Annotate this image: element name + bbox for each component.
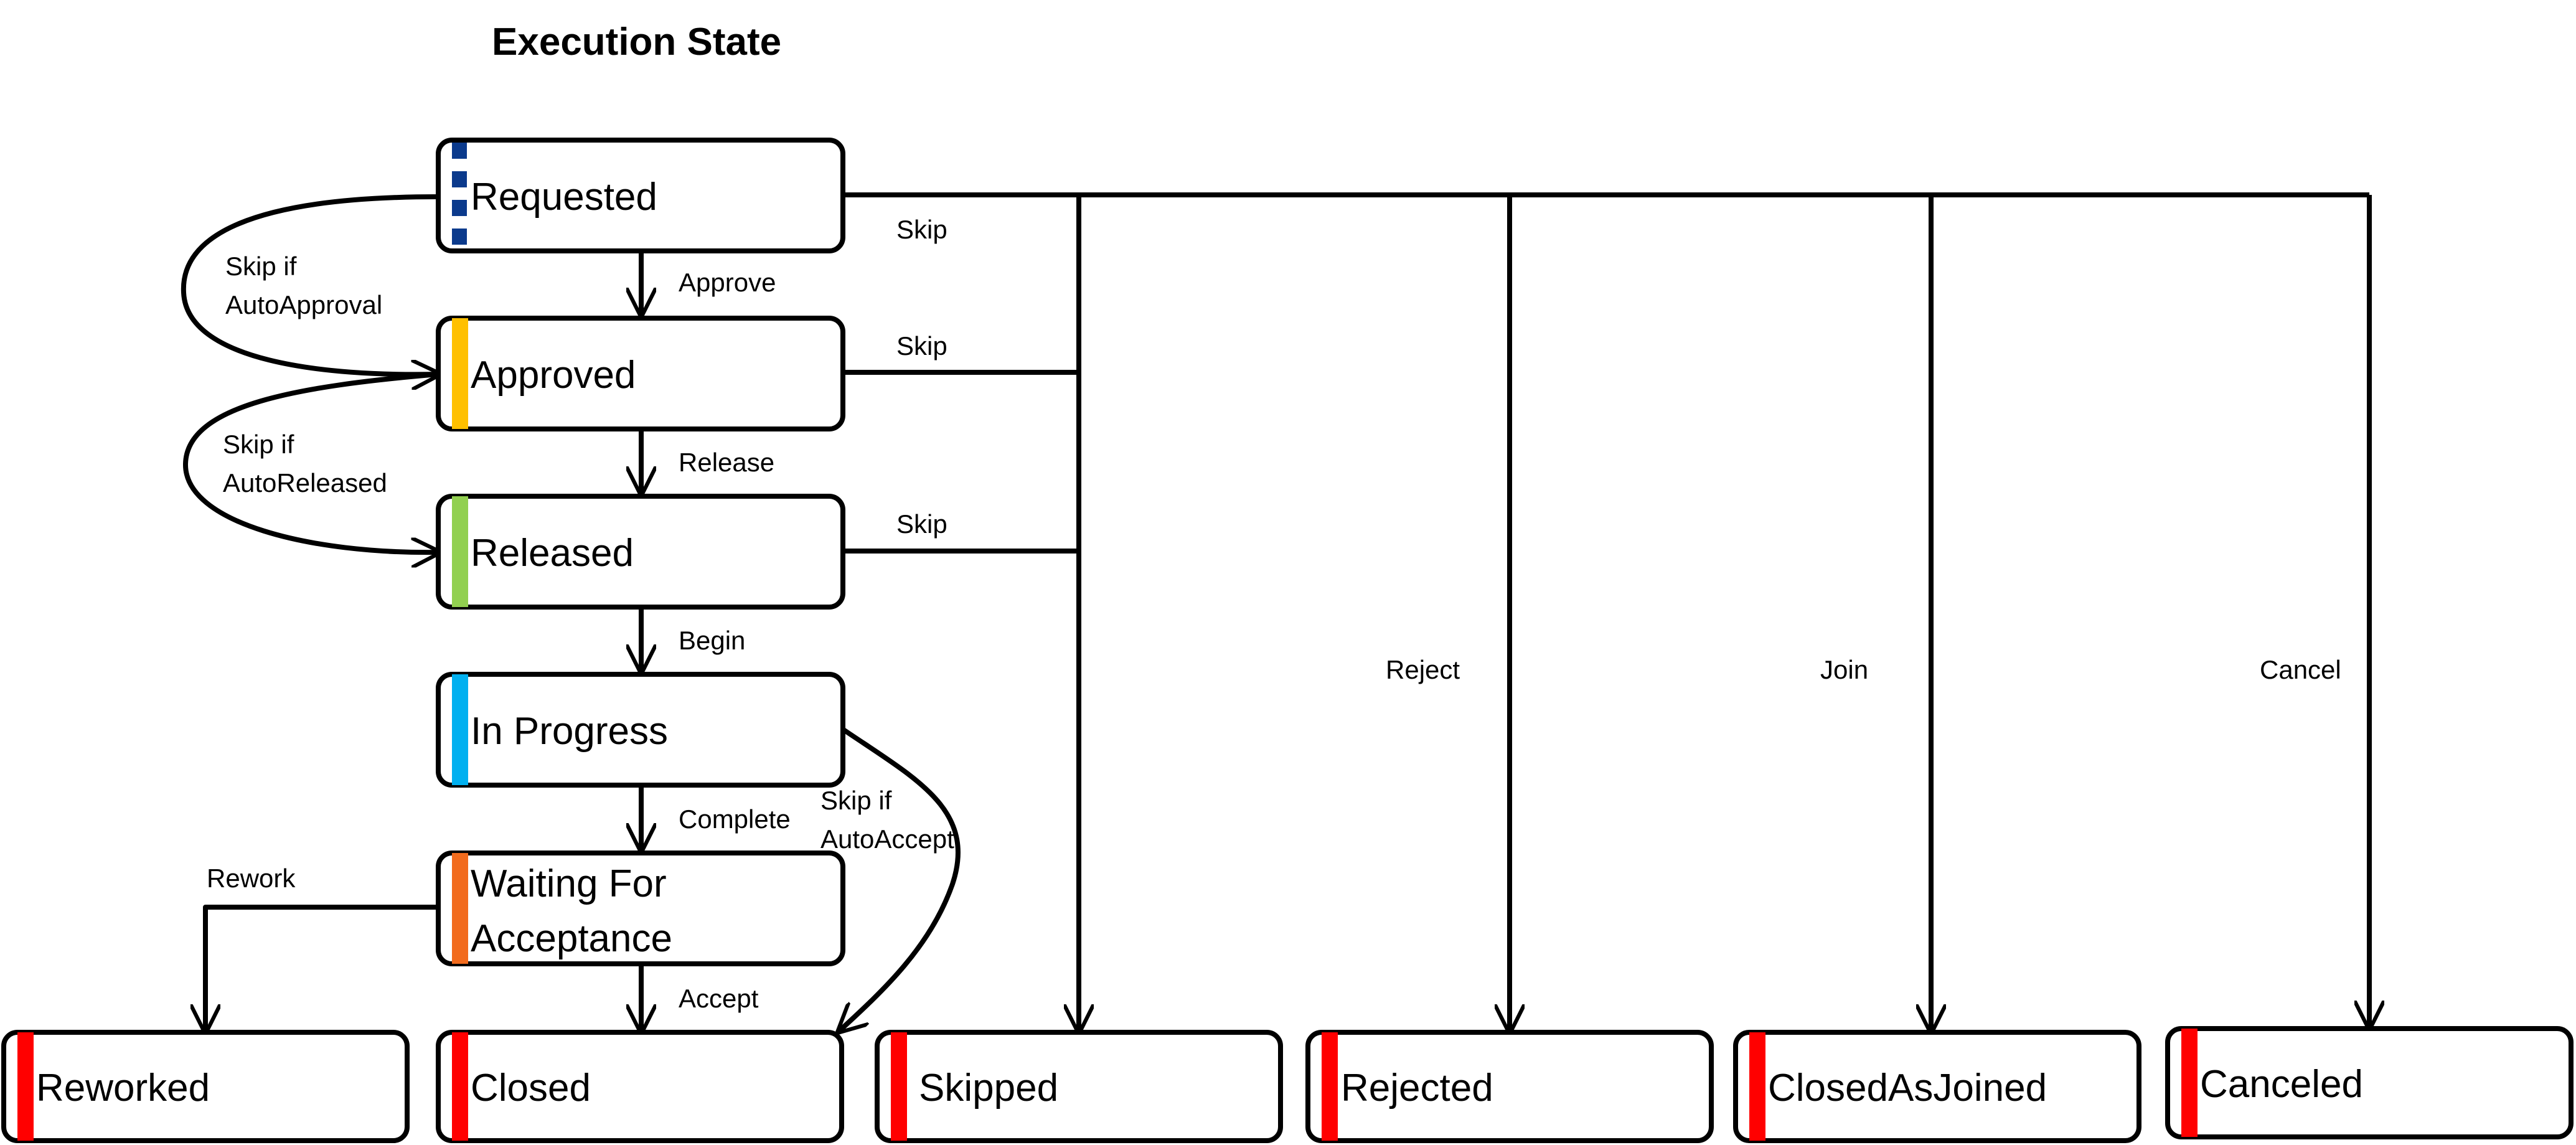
label-skip-auto-accept-line2: AutoAccept xyxy=(820,824,954,854)
closed-color-bar xyxy=(452,1032,468,1141)
state-in-progress[interactable]: In Progress xyxy=(436,672,845,788)
state-closed-as-joined[interactable]: ClosedAsJoined xyxy=(1733,1030,2141,1143)
state-label: In Progress xyxy=(471,710,668,753)
state-canceled[interactable]: Canceled xyxy=(2165,1026,2574,1139)
label-join: Join xyxy=(1820,655,1868,684)
released-color-bar xyxy=(452,496,468,607)
label-skip-auto-accept-line1: Skip if xyxy=(820,786,892,815)
state-reworked[interactable]: Reworked xyxy=(1,1030,410,1143)
label-complete: Complete xyxy=(679,804,791,834)
label-reject: Reject xyxy=(1386,655,1460,684)
state-released[interactable]: Released xyxy=(436,494,845,610)
edges xyxy=(181,192,2369,1031)
label-approve: Approve xyxy=(679,268,776,297)
edge-skip-auto-approval xyxy=(181,194,438,374)
reworked-color-bar xyxy=(17,1032,34,1141)
state-label: Skipped xyxy=(919,1067,1058,1110)
state-label: Released xyxy=(471,532,634,575)
state-label: Requested xyxy=(471,176,657,219)
edge-skip-auto-accept xyxy=(839,727,961,1031)
state-label-line2: Acceptance xyxy=(471,917,672,960)
state-label: Canceled xyxy=(2200,1063,2363,1106)
label-skip-auto-approval-line1: Skip if xyxy=(225,252,297,281)
label-skip-released: Skip xyxy=(896,509,947,539)
state-rejected[interactable]: Rejected xyxy=(1305,1030,1714,1143)
state-label: Closed xyxy=(471,1067,591,1110)
label-skip-auto-released-line2: AutoReleased xyxy=(223,468,387,497)
diagram-title: Execution State xyxy=(492,21,781,64)
edge-rework xyxy=(205,905,438,1031)
state-skipped[interactable]: Skipped xyxy=(875,1030,1283,1143)
state-label: Rejected xyxy=(1341,1067,1493,1110)
label-rework: Rework xyxy=(207,864,296,893)
state-requested[interactable]: Requested xyxy=(436,138,845,253)
state-label: ClosedAsJoined xyxy=(1768,1067,2047,1110)
rejected-color-bar xyxy=(1322,1032,1338,1141)
state-closed[interactable]: Closed xyxy=(436,1030,844,1143)
state-label: Reworked xyxy=(36,1067,210,1110)
label-skip-auto-approval-line2: AutoApproval xyxy=(225,290,382,319)
label-skip-approved: Skip xyxy=(896,331,947,360)
approved-color-bar xyxy=(452,318,468,429)
waiting-color-bar xyxy=(452,853,468,964)
canceled-color-bar xyxy=(2181,1029,2198,1137)
state-label: Approved xyxy=(471,354,636,397)
state-waiting-for-acceptance[interactable]: Waiting For Acceptance xyxy=(436,851,845,966)
edge-skip-auto-released xyxy=(182,372,438,552)
label-skip-requested: Skip xyxy=(896,215,947,244)
in-progress-color-bar xyxy=(452,674,468,785)
state-label-line1: Waiting For xyxy=(471,862,667,905)
label-cancel: Cancel xyxy=(2260,655,2341,684)
label-begin: Begin xyxy=(679,626,745,655)
skipped-color-bar xyxy=(891,1032,907,1141)
closed-as-joined-color-bar xyxy=(1749,1032,1765,1141)
label-release: Release xyxy=(679,448,774,477)
label-skip-auto-released-line1: Skip if xyxy=(223,430,294,459)
state-approved[interactable]: Approved xyxy=(436,316,845,431)
edge-labels: Approve Release Begin Complete Accept Re… xyxy=(207,215,2341,1013)
label-accept: Accept xyxy=(679,984,759,1013)
